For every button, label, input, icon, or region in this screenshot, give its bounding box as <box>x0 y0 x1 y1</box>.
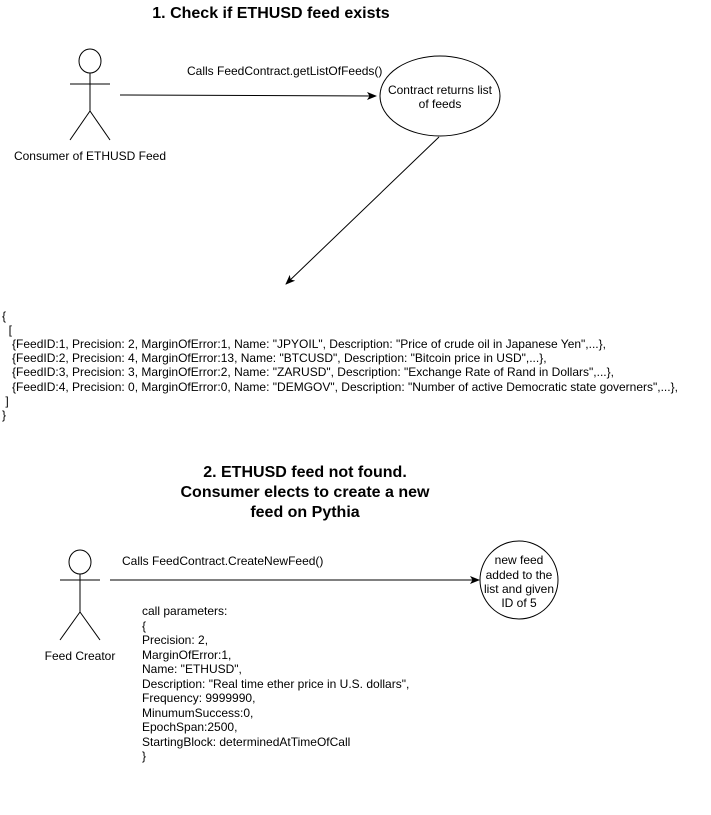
new-feed-line-4: ID of 5 <box>501 596 537 610</box>
call-param-line: Name: "ETHUSD", <box>142 662 242 676</box>
call-param-line: } <box>142 749 146 763</box>
call-param-line: Frequency: 9999990, <box>142 691 255 705</box>
feed-list-line: } <box>2 408 6 422</box>
call-param-line: Description: "Real time ether price in U… <box>142 677 409 691</box>
create-feed-call-label: Calls FeedContract.CreateNewFeed() <box>122 554 323 568</box>
call-param-line: EpochSpan:2500, <box>142 720 237 734</box>
section1-title: 1. Check if ETHUSD feed exists <box>152 5 390 22</box>
call-param-line: StartingBlock: determinedAtTimeOfCall <box>142 735 350 749</box>
section2-title-line-3: feed on Pythia <box>250 504 359 521</box>
call-param-line: Precision: 2, <box>142 633 208 647</box>
call-param-line: MinumumSuccess:0, <box>142 706 253 720</box>
new-feed-line-2: added to the <box>486 568 553 582</box>
new-feed-circle <box>479 540 559 620</box>
return-list-arrow <box>285 136 440 285</box>
feed-list-line: ] <box>2 394 9 408</box>
call-param-line: call parameters: <box>142 604 227 618</box>
feed-list-block: { [ {FeedID:1, Precision: 2, MarginOfErr… <box>2 309 678 422</box>
section2-title-line-1: 2. ETHUSD feed not found. <box>203 464 407 481</box>
call-parameters-block: call parameters: { Precision: 2, MarginO… <box>142 604 409 763</box>
feed-list-line: {FeedID:1, Precision: 2, MarginOfError:1… <box>2 337 606 351</box>
feed-list-line: {FeedID:2, Precision: 4, MarginOfError:1… <box>2 351 547 365</box>
consumer-actor-icon <box>69 48 111 141</box>
new-feed-line-1: new feed <box>495 553 544 567</box>
feed-creator-actor-label: Feed Creator <box>45 649 116 663</box>
get-list-call-label: Calls FeedContract.getListOfFeeds() <box>187 64 382 78</box>
call-param-line: MarginOfError:1, <box>142 648 231 662</box>
contract-returns-ellipse <box>379 55 501 137</box>
get-list-call-arrow <box>119 91 377 100</box>
new-feed-line-3: list and given <box>484 582 554 596</box>
feed-creator-actor-icon <box>59 549 101 641</box>
call-param-line: { <box>142 619 146 633</box>
feed-list-line: [ <box>2 323 13 337</box>
consumer-actor-label: Consumer of ETHUSD Feed <box>14 149 166 163</box>
feed-list-line: {FeedID:4, Precision: 0, MarginOfError:0… <box>2 380 678 394</box>
contract-returns-line-1: Contract returns list <box>388 83 493 97</box>
feed-list-line: {FeedID:3, Precision: 3, MarginOfError:2… <box>2 365 614 379</box>
feed-list-line: { <box>2 309 6 323</box>
contract-returns-line-2: of feeds <box>419 97 462 111</box>
section2-title-line-2: Consumer elects to create a new <box>181 484 431 501</box>
